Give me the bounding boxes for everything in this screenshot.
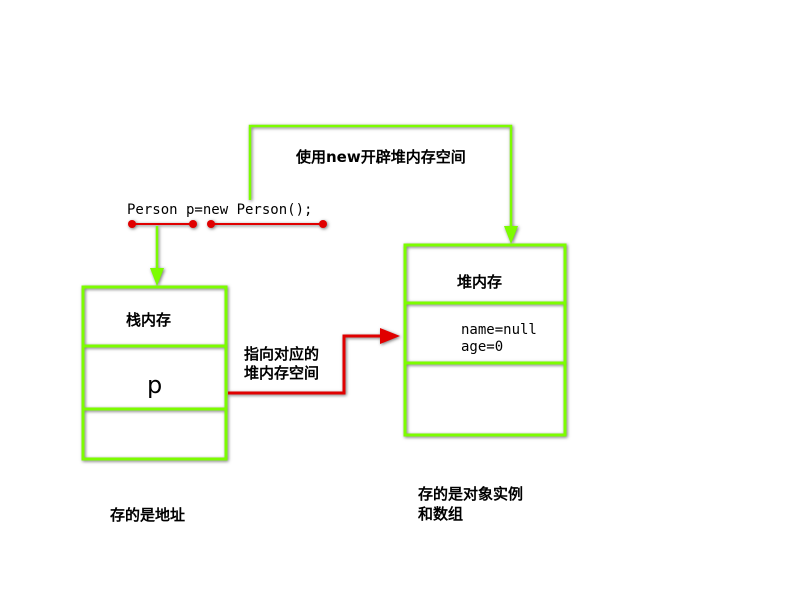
- heap-field-age: age=0: [461, 339, 503, 355]
- heap-memory-box: [403, 243, 567, 437]
- new-heap-arrow: [248, 124, 518, 244]
- stack-title: 栈内存: [126, 311, 171, 329]
- stack-arrow: [150, 226, 164, 286]
- code-underline-left: [128, 220, 197, 228]
- stack-memory-box: [81, 285, 228, 461]
- pointer-arrow: [228, 328, 400, 395]
- code-statement: Person p=new Person();: [127, 202, 312, 218]
- heap-caption-line1: 存的是对象实例: [418, 485, 523, 503]
- heap-caption-line2: 和数组: [418, 505, 463, 523]
- pointer-label-line1: 指向对应的: [244, 345, 319, 363]
- pointer-label-line2: 堆内存空间: [244, 364, 319, 382]
- code-underline-right: [207, 220, 327, 228]
- heap-title: 堆内存: [457, 273, 502, 291]
- heap-field-name: name=null: [461, 322, 537, 338]
- stack-variable: p: [147, 371, 162, 399]
- new-arrow-label: 使用new开辟堆内存空间: [295, 148, 466, 166]
- stack-caption: 存的是地址: [110, 506, 185, 524]
